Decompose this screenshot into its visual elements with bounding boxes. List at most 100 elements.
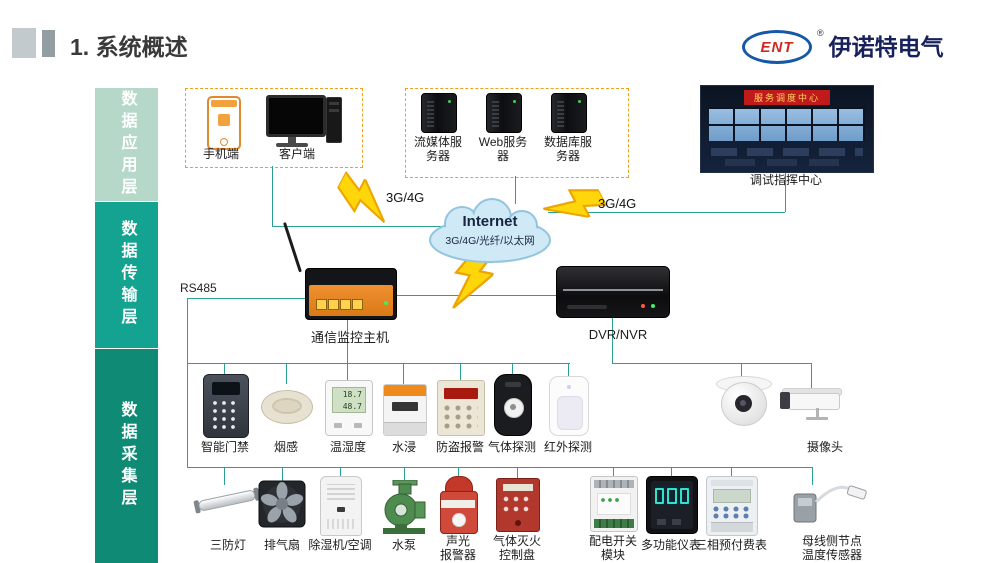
device-label: 智能门禁 (200, 440, 249, 454)
multifunction-meter-icon (646, 476, 698, 534)
dvr-device-icon (556, 266, 670, 318)
monitor-stand (288, 137, 296, 143)
group-box-servers (405, 88, 629, 178)
device-label: 防盗报警 (435, 440, 484, 454)
busbar-temp-sensor-icon (793, 485, 867, 523)
gateway-label: 通信监控主机 (310, 330, 389, 345)
connector-line (460, 363, 461, 384)
gateway-antenna (283, 222, 302, 273)
camera-bus-line (612, 363, 811, 364)
connector-line (347, 318, 348, 363)
layer-bar-transmission: 数据传输层 (95, 202, 158, 348)
device-label: 除湿机/空调 (308, 538, 372, 552)
connector-line (286, 363, 287, 384)
access-control-icon (203, 374, 249, 438)
connector-line (224, 363, 225, 384)
control-room-desks (725, 159, 849, 166)
connector-line (187, 298, 306, 299)
internet-cloud: Internet 3G/4G/光纤/以太网 (424, 196, 556, 266)
phone-app-icon (218, 114, 230, 126)
layer-bar-collection-label: 数据采集层 (118, 401, 136, 511)
device-label: 气体灭火 控制盘 (492, 534, 541, 563)
logo-company-name: 伊诺特电气 (828, 34, 944, 60)
lightning-icon (542, 189, 609, 219)
temp-humidity-icon: 18.7 48.7 (325, 380, 373, 436)
connector-line (568, 363, 569, 384)
pc-tower-icon (326, 97, 342, 143)
connector-line (224, 467, 225, 485)
control-room-image: 服务调度中心 (700, 85, 874, 173)
device-label: 红外探测 (543, 440, 592, 454)
gas-detector-icon (494, 374, 532, 436)
status-led (641, 304, 645, 308)
layer-bar-collection: 数据采集层 (95, 349, 158, 563)
group-box-clients (185, 88, 363, 168)
title-decoration-square-large (12, 28, 36, 58)
ethernet-port (352, 299, 363, 310)
connector-line (785, 171, 786, 212)
connector-line (282, 467, 283, 485)
control-room-banner: 服务调度中心 (743, 90, 831, 105)
lightning-icon (336, 170, 386, 224)
device-label: 温湿度 (329, 440, 366, 454)
ethernet-port (328, 299, 339, 310)
connector-line (812, 467, 813, 485)
media-server-icon (421, 93, 457, 133)
phone-label: 手机端 (202, 147, 239, 161)
connector-line (612, 316, 613, 363)
dvr-label: DVR/NVR (588, 327, 648, 342)
temp-humidity-display: 18.7 48.7 (332, 387, 366, 413)
device-label: 气体探测 (487, 440, 536, 454)
video-wall (709, 107, 865, 141)
water-leak-sensor-icon (383, 384, 427, 436)
web-server-icon (486, 93, 522, 133)
client-label: 客户端 (278, 147, 315, 161)
phone-icon (207, 96, 241, 150)
water-pump-icon (383, 480, 426, 534)
gateway-device-icon (305, 268, 397, 320)
triproof-light-icon (193, 487, 261, 514)
infrared-detector-icon (549, 376, 589, 436)
device-label: 三相预付费表 (694, 538, 767, 552)
status-led (384, 301, 388, 305)
connector-line (272, 226, 450, 227)
logo-ellipse-icon: ENT (742, 30, 812, 64)
connector-line (548, 212, 785, 213)
control-room-desks (711, 148, 863, 156)
prepaid-meter-icon (706, 476, 758, 536)
device-label: 母线侧节点 温度传感器 (801, 534, 862, 563)
device-label: 排气扇 (263, 538, 300, 552)
fire-suppression-panel-icon (496, 478, 540, 532)
right-link-label: 3G/4G (598, 196, 637, 211)
device-label: 配电开关 模块 (588, 534, 637, 563)
exhaust-fan-icon (258, 480, 306, 528)
monitor-icon (266, 95, 326, 137)
connector-line (272, 166, 273, 226)
connector-line (404, 467, 405, 485)
device-label: 声光 报警器 (439, 534, 476, 563)
connector-line (741, 363, 742, 380)
connector-line (517, 467, 518, 485)
connector-line (515, 176, 516, 204)
phone-home-button (220, 138, 228, 146)
row1-bus-line (187, 363, 570, 364)
layer-bar-application: 数据应用层 (95, 88, 158, 201)
connector-line (395, 295, 556, 296)
bullet-camera-icon (778, 386, 850, 422)
connector-line (403, 363, 404, 384)
status-led (651, 304, 655, 308)
cloud-subtitle: 3G/4G/光纤/以太网 (445, 235, 535, 247)
media-server-label: 流媒体服 务器 (413, 135, 462, 164)
row2-bus-line (187, 467, 812, 468)
rs485-bus-line (187, 298, 188, 467)
logo-registered-mark: ® (817, 28, 824, 38)
title-decoration-square-small (42, 30, 55, 57)
cloud-title: Internet (462, 213, 518, 230)
layer-bar-transmission-label: 数据传输层 (118, 220, 136, 330)
device-label: 三防灯 (209, 538, 246, 552)
database-server-label: 数据库服 务器 (543, 135, 592, 164)
company-logo: ENT ® 伊诺特电气 (742, 28, 944, 64)
layer-bar-application-label: 数据应用层 (118, 89, 136, 200)
connector-line (512, 363, 513, 384)
device-label: 摄像头 (806, 440, 843, 454)
